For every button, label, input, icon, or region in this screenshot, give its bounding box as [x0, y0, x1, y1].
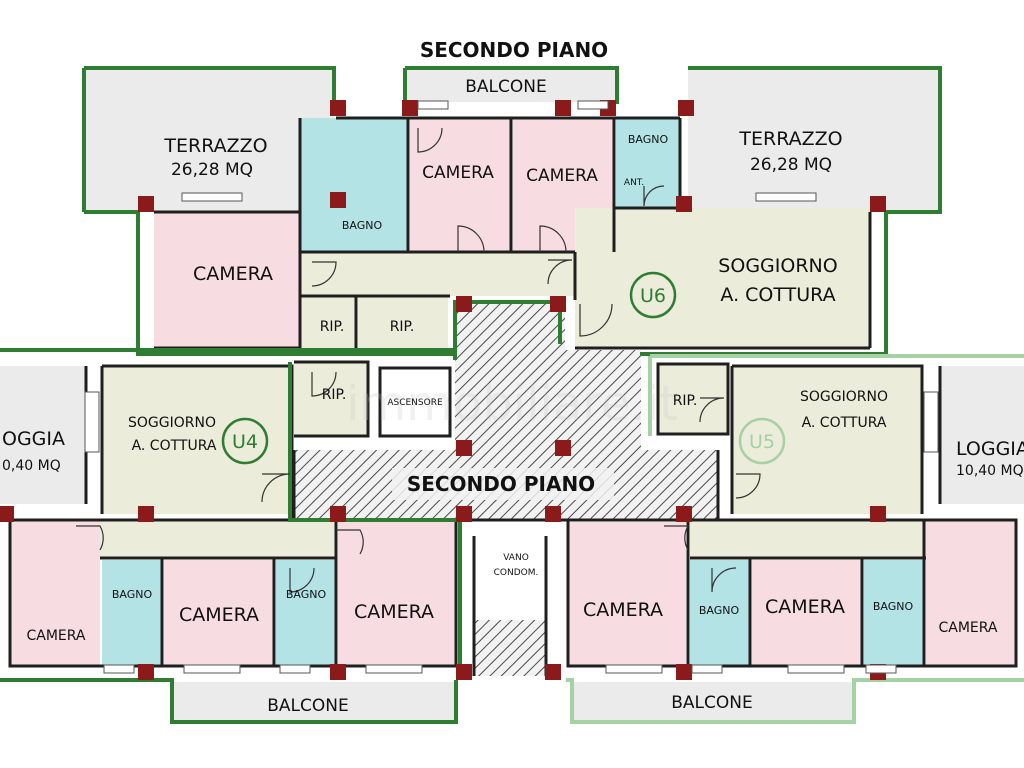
- ascensore-area: [378, 366, 452, 438]
- u6-bagno-left-label: BAGNO: [342, 219, 383, 232]
- unit-u4-boundary: [0, 348, 462, 724]
- balcone-top-area: [405, 68, 617, 102]
- ascensore-label: ASCENSORE: [387, 398, 443, 408]
- watermark: immobiliare.it: [346, 376, 678, 432]
- terrazzo-left-label: TERRAZZO: [163, 135, 267, 157]
- u4-bagno-1-label: BAGNO: [112, 588, 153, 601]
- balcone-bottom-left-area: [172, 682, 454, 722]
- terrazzo-left-area: [84, 68, 334, 212]
- vano-label-2: CONDOM.: [494, 568, 539, 578]
- u5-camera-left-label: CAMERA: [583, 599, 663, 621]
- u6-camera-large-label: CAMERA: [193, 263, 273, 285]
- door-swings: [76, 127, 761, 593]
- u4-cottura-label: A. COTTURA: [132, 438, 217, 454]
- rip-1-label: RIP.: [320, 319, 345, 335]
- loggia-left-label: OGGIA: [2, 428, 65, 450]
- u4-bagno-2-area: [276, 560, 336, 666]
- u4-camera-left-label: CAMERA: [26, 628, 85, 644]
- u5-camera-right-label: CAMERA: [938, 620, 997, 636]
- unit-u6-label: U6: [640, 285, 666, 307]
- u5-cottura-label: A. COTTURA: [802, 415, 887, 431]
- u5-camera-mid-area: [752, 560, 862, 666]
- u5-bagno-1-label: BAGNO: [699, 604, 740, 617]
- loggia-right-label: LOGGIA: [956, 438, 1024, 460]
- u4-camera-left-area: [10, 520, 100, 666]
- rip-u4-label: RIP.: [322, 387, 347, 403]
- unit-u5-label: U5: [749, 431, 775, 453]
- u6-bagno-right-label: BAGNO: [628, 133, 669, 146]
- unit-u5-badge: U5: [738, 417, 786, 465]
- terrazzo-right-area: [688, 68, 940, 212]
- vano-lower-hatch: [474, 620, 546, 676]
- u4-soggiorno-label: SOGGIORNO: [128, 415, 216, 431]
- u5-corridor-area: [690, 520, 926, 558]
- terrazzo-right-label: TERRAZZO: [738, 128, 842, 150]
- u4-camera-right-area: [338, 522, 456, 666]
- page-title: SECONDO PIANO: [420, 38, 608, 62]
- u6-camera-1-label: CAMERA: [422, 163, 494, 183]
- u6-camera-large-area: [154, 212, 300, 348]
- rip-u4-area: [294, 362, 368, 436]
- balcone-bottom-right-label: BALCONE: [671, 693, 752, 713]
- u4-bagno-1-area: [102, 560, 162, 666]
- u5-bagno-1-area: [690, 560, 750, 666]
- u4-soggiorno-area: [102, 366, 292, 514]
- balcone-bottom-left-label: BALCONE: [267, 696, 348, 716]
- u5-bagno-2-label: BAGNO: [873, 600, 914, 613]
- u5-soggiorno-area: [732, 366, 922, 514]
- loggia-right-area: [940, 366, 1024, 504]
- u6-camera-2-label: CAMERA: [526, 166, 598, 186]
- balcone-top-label: BALCONE: [465, 77, 546, 97]
- u4-corridor-area: [100, 520, 336, 558]
- rip-2-label: RIP.: [390, 319, 415, 335]
- u5-soggiorno-label: SOGGIORNO: [800, 389, 888, 405]
- u6-soggiorno-label: SOGGIORNO: [718, 255, 837, 277]
- loggia-left-area-label: 0,40 MQ: [2, 458, 61, 474]
- vano-label-1: VANO: [503, 553, 529, 563]
- terrazzo-left-area-label: 26,28 MQ: [171, 160, 253, 180]
- stair-core-right: [565, 350, 641, 450]
- unit-u6-badge: U6: [629, 271, 677, 319]
- u6-cottura-label: A. COTTURA: [720, 284, 835, 306]
- u6-corridor-area: [300, 252, 575, 296]
- windows: [84, 100, 939, 674]
- u5-camera-mid-label: CAMERA: [765, 596, 845, 618]
- u6-camera-1-area: [410, 118, 510, 252]
- u5-camera-left-area: [568, 522, 686, 666]
- u6-bagno-right-area: [616, 118, 680, 208]
- u6-soggiorno-area: [575, 208, 870, 348]
- u4-bagno-2-label: BAGNO: [286, 588, 327, 601]
- center-title: SECONDO PIANO: [407, 472, 595, 496]
- unit-u4-label: U4: [232, 431, 258, 453]
- rip-2-area: [358, 296, 448, 350]
- u4-camera-right-label: CAMERA: [354, 601, 434, 623]
- u5-bagno-2-area: [864, 560, 924, 666]
- u4-camera-mid-label: CAMERA: [179, 604, 259, 626]
- rip-u5-label: RIP.: [673, 393, 698, 409]
- balcone-bottom-right-area: [572, 682, 854, 722]
- loggia-right-area-label: 10,40 MQ: [956, 463, 1024, 479]
- pillars: [0, 100, 886, 680]
- rip-1-area: [300, 296, 356, 350]
- loggia-left-area: [0, 366, 86, 504]
- unit-u4-badge: U4: [221, 417, 269, 465]
- center-title-backdrop: [392, 468, 614, 500]
- u4-camera-mid-area: [164, 560, 274, 666]
- stair-core-upper: [455, 300, 565, 450]
- u5-camera-right-area: [926, 520, 1016, 666]
- u6-ant-label: ANT.: [624, 178, 644, 188]
- terrazzo-right-area-label: 26,28 MQ: [750, 155, 832, 175]
- u6-bagno-left-area: [300, 118, 408, 252]
